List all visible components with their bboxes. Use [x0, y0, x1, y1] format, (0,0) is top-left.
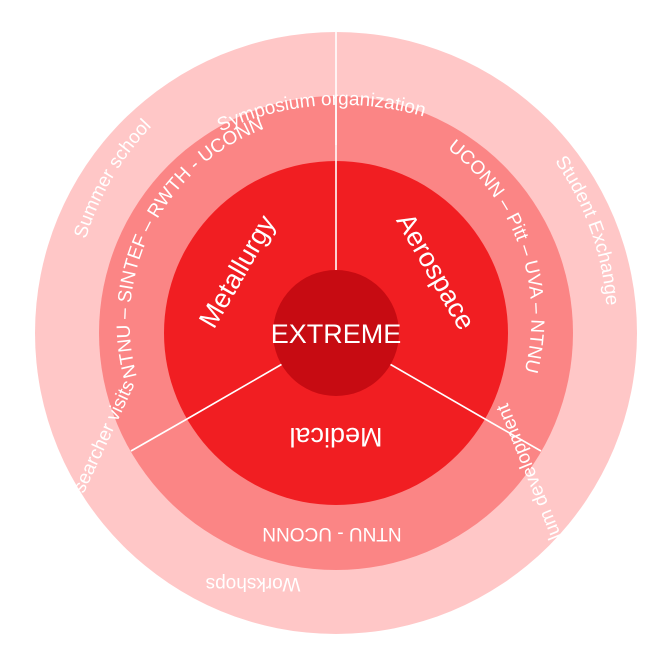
center-label: EXTREME: [271, 319, 402, 349]
middle-label-ntnu-uconn: NTNU - UCONN: [262, 523, 401, 544]
divider-right: [484, 418, 542, 452]
divider-inner-left: [186, 362, 285, 420]
inner-label-medical: Medical: [289, 422, 382, 452]
center-circle: [273, 270, 399, 396]
divider-inner-right: [387, 362, 486, 420]
segment-dividers: [130, 32, 542, 452]
outer-label-workshops: Workshops: [206, 573, 301, 594]
divider-left: [130, 418, 188, 452]
